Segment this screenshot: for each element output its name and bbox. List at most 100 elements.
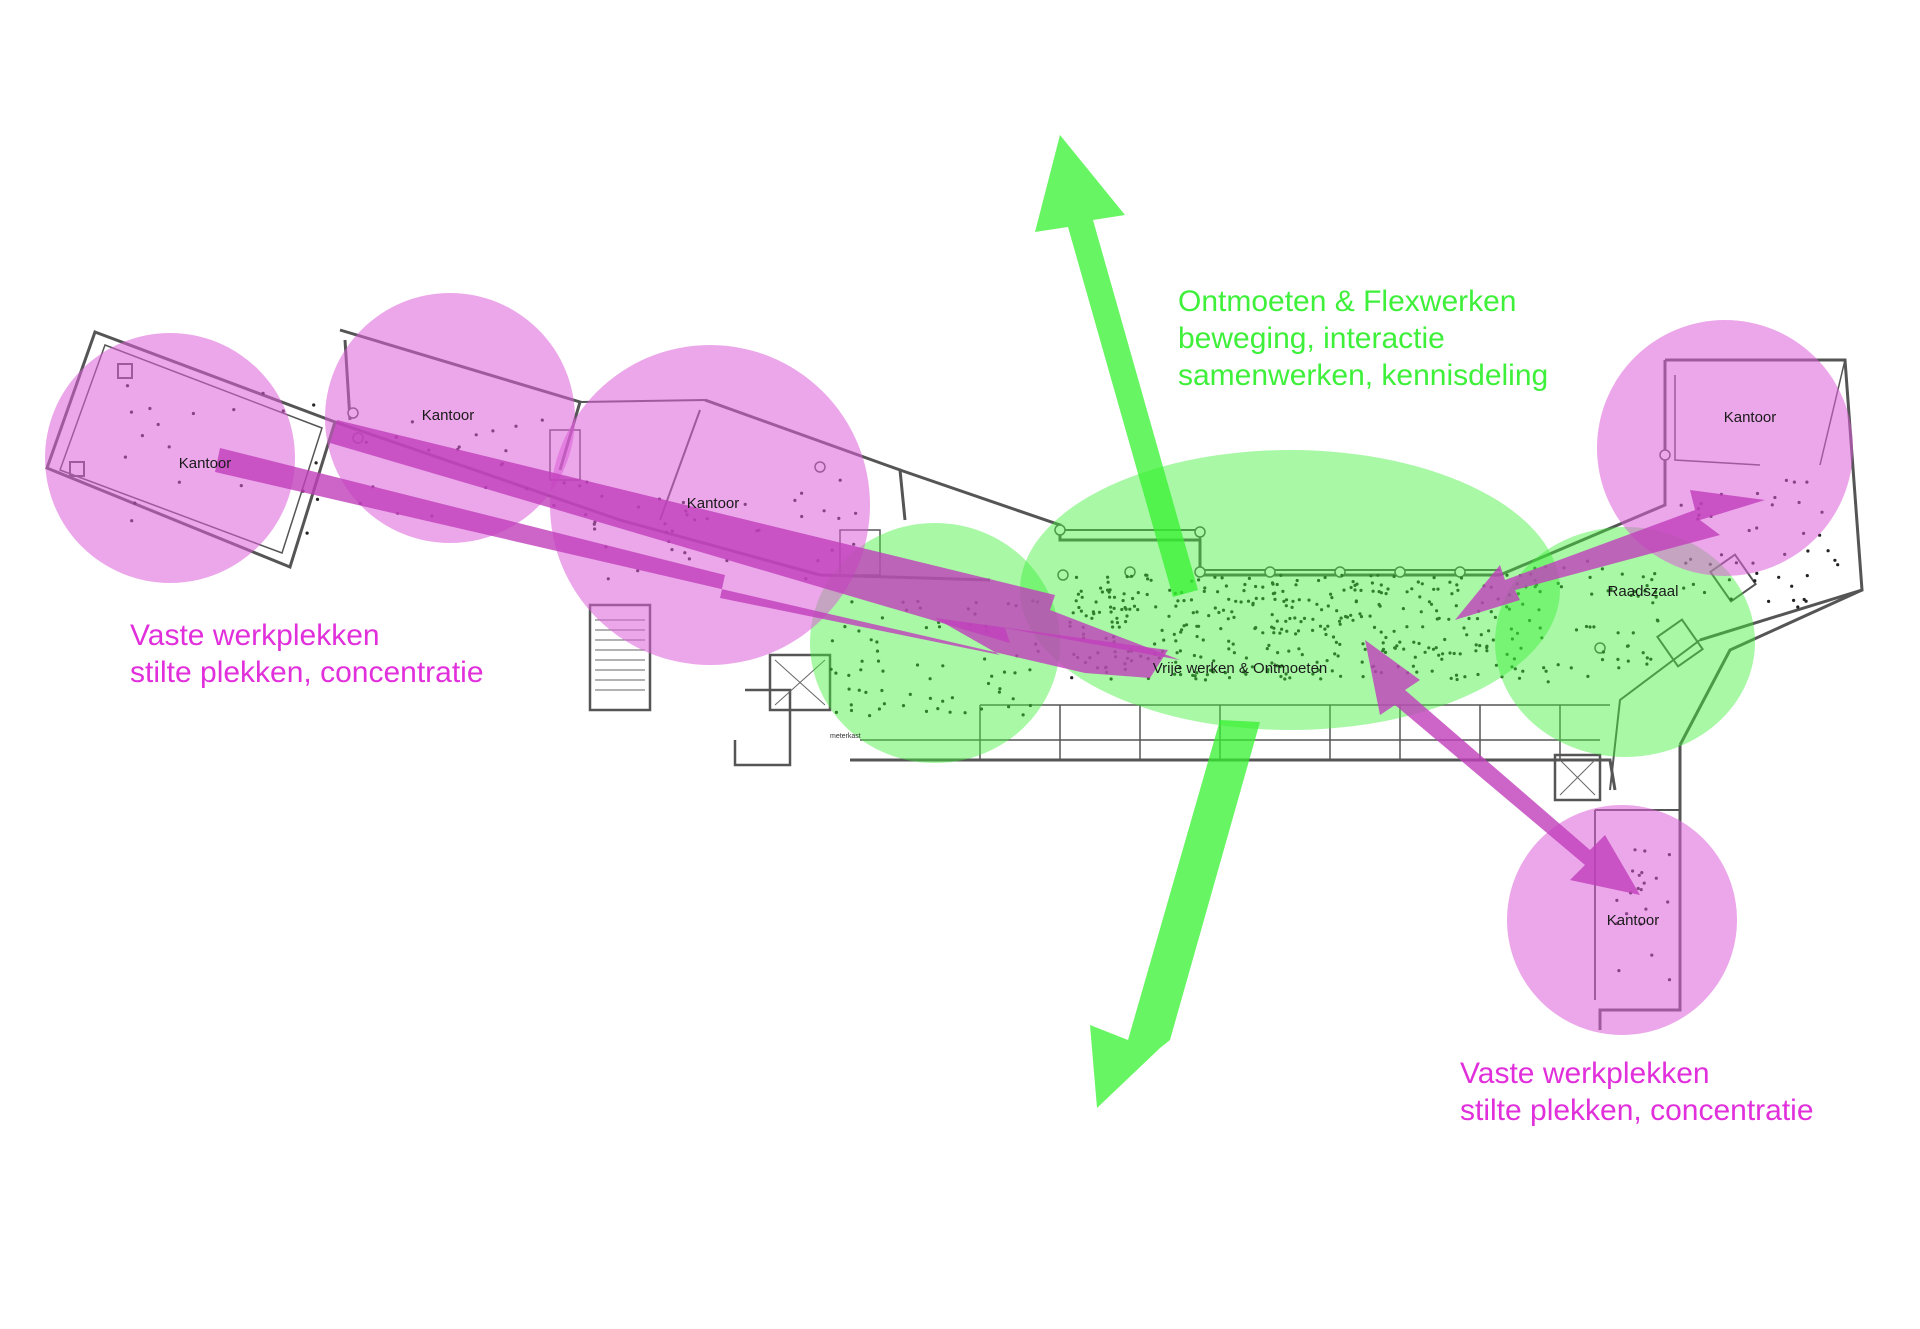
seat-dot bbox=[847, 673, 851, 678]
seat-dot bbox=[1276, 651, 1280, 655]
seat-dot bbox=[875, 649, 880, 653]
seat-dot bbox=[1411, 664, 1415, 668]
seat-dot bbox=[1084, 614, 1088, 618]
seat-dot bbox=[1282, 599, 1286, 604]
seat-dot bbox=[1507, 607, 1511, 611]
seat-dot bbox=[864, 690, 868, 695]
seat-dot bbox=[1094, 600, 1098, 604]
seat-dot bbox=[1569, 666, 1573, 670]
seat-dot bbox=[1232, 615, 1236, 620]
seat-dot bbox=[1326, 604, 1330, 608]
seat-dot bbox=[1279, 674, 1283, 679]
seat-dot bbox=[1297, 647, 1301, 651]
seat-dot bbox=[1510, 665, 1514, 669]
seat-dot bbox=[1588, 625, 1592, 629]
seat-dot bbox=[1440, 657, 1444, 661]
seat-dot bbox=[1254, 596, 1258, 601]
seat-dot bbox=[936, 707, 940, 711]
seat-dot bbox=[1074, 599, 1078, 603]
seat-dot bbox=[1383, 650, 1388, 655]
seat-dot bbox=[1641, 651, 1645, 655]
seat-dot bbox=[1368, 614, 1372, 618]
room-label-kantoor-5: Kantoor bbox=[1607, 912, 1660, 929]
seat-dot bbox=[859, 668, 863, 672]
room-label-kantoor-3: Kantoor bbox=[687, 495, 740, 512]
seat-dot bbox=[1299, 620, 1303, 624]
seat-dot bbox=[882, 702, 887, 706]
seat-dot bbox=[1462, 626, 1466, 630]
seat-dot bbox=[1272, 631, 1276, 635]
seat-dot bbox=[312, 403, 316, 407]
seat-dot bbox=[1109, 677, 1113, 681]
seat-dot bbox=[1179, 630, 1183, 634]
seat-dot bbox=[1028, 703, 1032, 708]
seat-dot bbox=[1173, 672, 1177, 676]
seat-dot bbox=[1090, 616, 1094, 620]
callout-fixed-left-line1: Vaste werkplekken bbox=[130, 619, 380, 652]
seat-dot bbox=[1217, 610, 1221, 615]
seat-dot bbox=[1185, 623, 1189, 627]
seat-dot bbox=[1349, 613, 1353, 617]
seat-dot bbox=[998, 687, 1002, 691]
seat-dot bbox=[1510, 637, 1514, 641]
seat-dot bbox=[1167, 614, 1171, 618]
seat-dot bbox=[1270, 661, 1274, 665]
seat-dot bbox=[857, 629, 861, 633]
seat-dot bbox=[1450, 592, 1454, 596]
seat-dot bbox=[860, 659, 864, 663]
seat-dot bbox=[847, 687, 851, 691]
pink-zone-5 bbox=[1507, 805, 1737, 1035]
seat-dot bbox=[928, 696, 933, 701]
seat-dot bbox=[830, 639, 835, 643]
seat-dot bbox=[1231, 642, 1235, 646]
seat-dot bbox=[1395, 644, 1399, 648]
seat-dot bbox=[1323, 627, 1327, 631]
seat-dot bbox=[1234, 599, 1238, 603]
seat-dot bbox=[986, 681, 991, 686]
seat-dot bbox=[1402, 647, 1406, 651]
seat-dot bbox=[305, 531, 309, 535]
seat-dot bbox=[1146, 577, 1150, 581]
seat-dot bbox=[1265, 647, 1269, 651]
seat-dot bbox=[1207, 614, 1211, 618]
seat-dot bbox=[1436, 587, 1440, 591]
seat-dot bbox=[1266, 670, 1270, 674]
seat-dot bbox=[924, 709, 929, 714]
seat-dot bbox=[1270, 613, 1274, 617]
seat-dot bbox=[1221, 608, 1226, 612]
seat-dot bbox=[1283, 677, 1287, 681]
seat-dot bbox=[1645, 656, 1649, 660]
seat-dot bbox=[928, 677, 932, 681]
seat-dot bbox=[1125, 614, 1129, 618]
seat-dot bbox=[1129, 574, 1134, 578]
seat-dot bbox=[1315, 602, 1319, 606]
seat-dot bbox=[1220, 576, 1224, 580]
seat-dot bbox=[1191, 611, 1195, 615]
seat-dot bbox=[1340, 573, 1344, 578]
seat-dot bbox=[1421, 625, 1425, 629]
seat-dot bbox=[1250, 665, 1254, 669]
seat-dot bbox=[1509, 627, 1513, 631]
seat-dot bbox=[1335, 609, 1339, 613]
seat-dot bbox=[877, 707, 882, 711]
seat-dot bbox=[1179, 673, 1183, 677]
seat-dot bbox=[1538, 626, 1542, 630]
seat-dot bbox=[1802, 597, 1806, 602]
seat-dot bbox=[1242, 589, 1246, 593]
seat-dot bbox=[1111, 625, 1115, 629]
seat-dot bbox=[1533, 585, 1537, 589]
seat-dot bbox=[1106, 580, 1110, 584]
seat-dot bbox=[1363, 647, 1367, 652]
seat-dot bbox=[880, 616, 885, 620]
pink-zone-3 bbox=[550, 345, 870, 665]
seat-dot bbox=[1323, 575, 1327, 580]
seat-dot bbox=[1246, 599, 1251, 603]
seat-dot bbox=[1412, 640, 1416, 644]
seat-dot bbox=[1505, 605, 1509, 609]
seat-dot bbox=[1136, 591, 1140, 595]
seat-dot bbox=[1505, 652, 1509, 657]
seat-dot bbox=[1131, 596, 1135, 601]
seat-dot bbox=[924, 626, 929, 630]
seat-dot bbox=[1455, 583, 1459, 587]
pink-arrow-long bbox=[215, 448, 1168, 678]
